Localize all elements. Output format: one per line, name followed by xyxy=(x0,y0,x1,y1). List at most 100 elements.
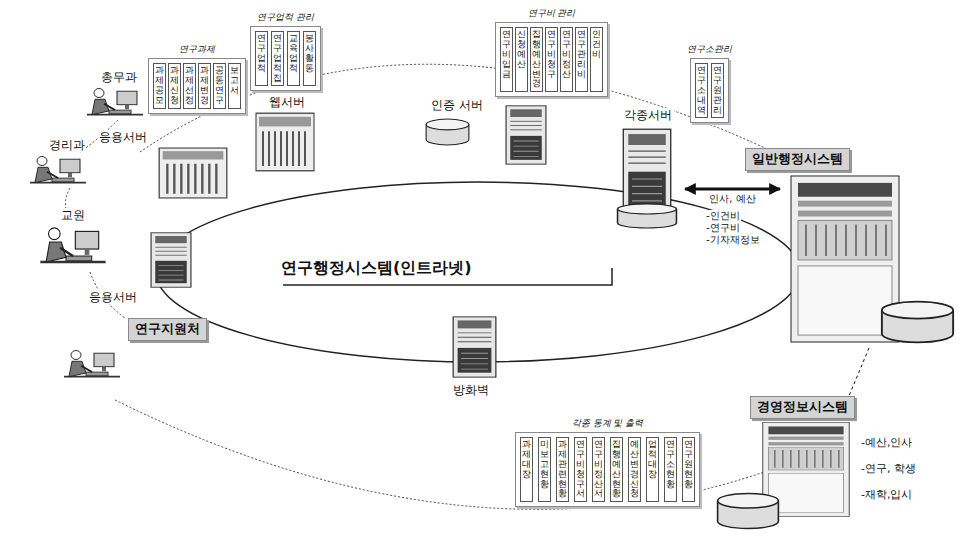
illustration-part xyxy=(506,106,546,164)
function-label: 연구소내역 xyxy=(697,66,706,115)
function-label: 봉사활동 xyxy=(305,34,314,74)
component-label: 인증 서버 xyxy=(430,98,484,112)
function-column: 연구비정산 xyxy=(560,27,573,92)
function-column: 연구비청구서 xyxy=(574,437,587,502)
function-label: 공동연구 xyxy=(215,66,224,106)
system-title: 연구행정시스템(인트라넷) xyxy=(280,258,473,277)
component-label: 방화벽 xyxy=(452,383,490,397)
function-label: 과제변경 xyxy=(200,66,209,106)
function-column: 과제선정 xyxy=(183,63,196,109)
function-column: 미보고현황 xyxy=(538,437,551,502)
function-label: 보고서 xyxy=(230,66,239,96)
department-label: 연구지원처 xyxy=(135,321,200,336)
function-label: 과제신청 xyxy=(170,66,179,106)
department-box: 연구지원처 xyxy=(128,318,207,341)
data-exchange-arrow xyxy=(685,188,780,191)
module-panel: 연구비 관리연구비입금신청예산집행예산변경연구비청구연구비정산연구관리비인건비 xyxy=(495,22,608,97)
edge-label: 인사, 예산 xyxy=(707,193,757,205)
function-column: 연구비청구 xyxy=(545,27,558,92)
function-column: 연구관리비 xyxy=(575,27,588,92)
data-item: -예산,인사 xyxy=(860,436,913,449)
illustration-part xyxy=(40,228,105,262)
function-column: 연구소현황 xyxy=(664,437,677,502)
function-column: 봉사활동 xyxy=(303,31,316,86)
system-label: 경영정보시스템 xyxy=(750,396,855,419)
function-column: 연구원현황 xyxy=(682,437,695,502)
component-label: 교원 xyxy=(60,208,86,222)
illustration-part xyxy=(623,129,671,212)
illustration-part xyxy=(256,113,314,171)
server-label: 각종서버 xyxy=(622,108,674,124)
illustration-part xyxy=(115,400,770,509)
function-column: 연구원관리 xyxy=(711,63,724,118)
function-column: 과제공모 xyxy=(153,63,166,109)
dotted-lines xyxy=(65,64,780,509)
panel-heading: 연구소관리 xyxy=(685,44,734,55)
module-panel: 각종 통계 및 출력과제대장미보고현황과제관련현황연구비청구서연구비정산서집행예… xyxy=(515,432,700,507)
component-label: 총무과 xyxy=(100,70,138,84)
component-label: 경리과 xyxy=(48,138,86,152)
function-label: 과제관련현황 xyxy=(558,440,567,499)
function-column: 공동연구 xyxy=(213,63,226,109)
illustration-part xyxy=(718,493,779,528)
function-label: 예산변경신청 xyxy=(630,440,639,499)
function-label: 집행예산현황 xyxy=(612,440,621,499)
function-column: 인건비 xyxy=(590,27,603,92)
server-icons xyxy=(151,106,953,529)
illustration-part xyxy=(453,317,496,377)
function-label: 연구비정산 xyxy=(562,30,571,79)
function-column: 예산변경신청 xyxy=(628,437,641,502)
function-column: 업적대장 xyxy=(646,437,659,502)
function-column: 연구비입금 xyxy=(500,27,513,92)
system-label: 일반행정시스템 xyxy=(745,148,850,171)
function-column: 교육업적 xyxy=(287,31,300,86)
function-column: 과제신청 xyxy=(168,63,181,109)
function-label: 과제공모 xyxy=(155,66,164,106)
illustration-part xyxy=(87,89,143,115)
function-label: 연구소현황 xyxy=(666,440,675,489)
function-label: 연구비청구 xyxy=(547,30,556,79)
module-panel: 연구과제과제공모과제신청과제선정과제변경공동연구보고서 xyxy=(148,58,246,114)
system-node: 경영정보시스템 xyxy=(750,396,860,532)
function-label: 업적대장 xyxy=(648,440,657,480)
function-label: 집행예산변경 xyxy=(532,30,541,89)
function-label: 연구비정산서 xyxy=(594,440,603,499)
module-panel: 연구업적 관리연구업적연구업적집교육업적봉사활동 xyxy=(250,26,321,91)
illustration-part xyxy=(618,204,677,228)
function-label: 연구비청구서 xyxy=(576,440,585,499)
component-label: 웹서버 xyxy=(268,95,306,109)
function-column: 과제관련현황 xyxy=(556,437,569,502)
function-column: 과제변경 xyxy=(198,63,211,109)
function-label: 연구업적집 xyxy=(273,34,282,83)
illustration-part xyxy=(64,351,120,377)
illustration-part xyxy=(159,148,227,198)
component-label: 응용서버 xyxy=(98,130,148,144)
function-column: 보고서 xyxy=(228,63,241,109)
component-label: 응용서버 xyxy=(88,290,138,304)
panel-heading: 각종 통계 및 출력 xyxy=(570,418,646,429)
function-column: 과제대장 xyxy=(520,437,533,502)
function-label: 교육업적 xyxy=(289,34,298,74)
function-column: 연구소내역 xyxy=(695,63,708,118)
function-column: 집행예산변경 xyxy=(530,27,543,92)
function-label: 연구원관리 xyxy=(713,66,722,115)
function-label: 연구업적 xyxy=(257,34,266,74)
function-column: 신청예산 xyxy=(515,27,528,92)
data-item: -인건비 xyxy=(705,210,741,222)
illustration-part xyxy=(151,233,191,287)
illustration-part xyxy=(882,302,953,343)
function-label: 인건비 xyxy=(592,30,601,60)
function-label: 신청예산 xyxy=(517,30,526,70)
function-label: 과제대장 xyxy=(522,440,531,480)
system-node: 일반행정시스템 xyxy=(780,148,958,348)
function-column: 연구비정산서 xyxy=(592,437,605,502)
dotted-link xyxy=(849,348,869,396)
server-node: 각종서버 xyxy=(610,108,685,230)
panel-heading: 연구업적 관리 xyxy=(255,12,316,23)
function-column: 연구업적집 xyxy=(271,31,284,86)
data-item: -연구, 학생 xyxy=(860,462,917,475)
data-item: -재학,입시 xyxy=(860,488,913,501)
function-label: 연구비입금 xyxy=(502,30,511,79)
